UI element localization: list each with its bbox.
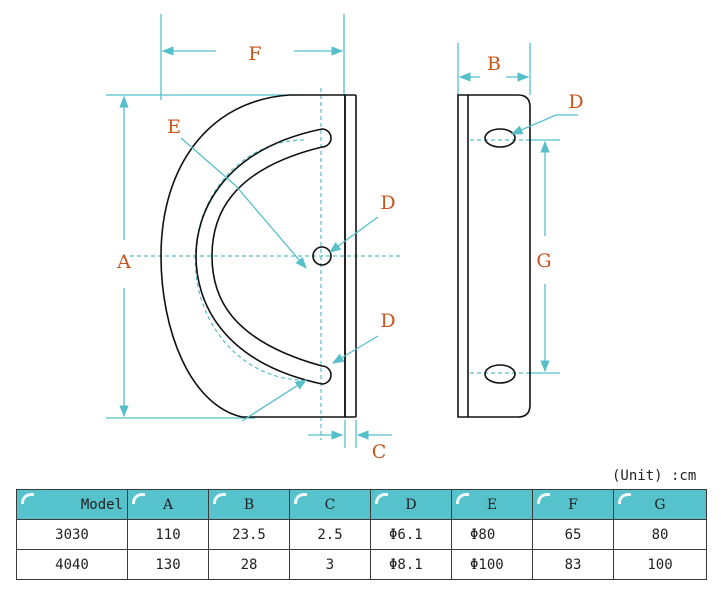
table-cell: Φ80 [451, 519, 533, 550]
side-outline [457, 94, 531, 418]
header-label: A [162, 496, 174, 513]
dimension-label-e: E [167, 116, 181, 138]
header-label: E [486, 496, 498, 513]
header-gloss [456, 493, 469, 504]
header-label: F [568, 496, 578, 513]
header-gloss [294, 493, 307, 504]
dimension-label-d-lower: D [380, 310, 395, 332]
table-cell: 83 [532, 549, 614, 580]
table-cell: 2.5 [289, 519, 371, 550]
side-guides [457, 43, 560, 374]
unit-label: (Unit) :cm [612, 468, 697, 484]
table-cell: 3030 [16, 519, 128, 550]
header-cell: G [613, 489, 707, 520]
header-cell: D [370, 489, 452, 520]
table-row: 4040 130 28 3 Φ8.1 Φ100 83 100 [16, 549, 707, 580]
front-dimensions [119, 46, 392, 448]
table-cell: 23.5 [208, 519, 290, 550]
side-view: B D G [457, 43, 584, 418]
header-label: G [654, 496, 666, 513]
header-cell: Model [16, 489, 128, 520]
table-cell: Φ8.1 [370, 549, 452, 580]
dimension-label-f: F [248, 43, 261, 65]
header-gloss [537, 493, 550, 504]
table-cell: Φ6.1 [370, 519, 452, 550]
header-cell: B [208, 489, 290, 520]
header-gloss [132, 493, 145, 504]
fender-outline [160, 94, 357, 418]
table-cell: 28 [208, 549, 290, 580]
side-center-lines [470, 139, 530, 374]
header-label: Model [80, 496, 123, 513]
header-label: D [405, 496, 417, 513]
header-cell: E [451, 489, 533, 520]
dimension-label-a: A [116, 251, 131, 273]
dimension-label-c: C [372, 441, 387, 462]
table-cell: 100 [613, 549, 707, 580]
technical-drawing: F E D A D C [106, 14, 584, 462]
front-center-lines [130, 88, 400, 440]
dimension-label-g: G [536, 250, 551, 272]
table-cell: Φ100 [451, 549, 533, 580]
table-cell: 65 [532, 519, 614, 550]
table-cell: 80 [613, 519, 707, 550]
header-cell: F [532, 489, 614, 520]
header-label: B [243, 496, 255, 513]
spec-table: Model A B C D E F G 3030 110 23.5 2.5 Φ6… [16, 489, 707, 580]
dimension-label-d-side: D [568, 91, 583, 113]
header-cell: C [289, 489, 371, 520]
header-cell: A [127, 489, 209, 520]
table-header-row: Model A B C D E F G [16, 489, 707, 520]
front-view: F E D A D C [106, 14, 400, 462]
dimension-label-b: B [487, 53, 501, 75]
table-cell: 130 [127, 549, 209, 580]
table-cell: 4040 [16, 549, 128, 580]
header-gloss [618, 493, 631, 504]
header-gloss [21, 493, 34, 504]
dimension-label-d-center: D [380, 192, 395, 214]
header-label: C [324, 496, 336, 513]
header-gloss [213, 493, 226, 504]
header-gloss [375, 493, 388, 504]
front-guides [106, 14, 345, 419]
table-cell: 3 [289, 549, 371, 580]
table-row: 3030 110 23.5 2.5 Φ6.1 Φ80 65 80 [16, 519, 707, 550]
table-cell: 110 [127, 519, 209, 550]
side-dimensions [458, 72, 578, 373]
